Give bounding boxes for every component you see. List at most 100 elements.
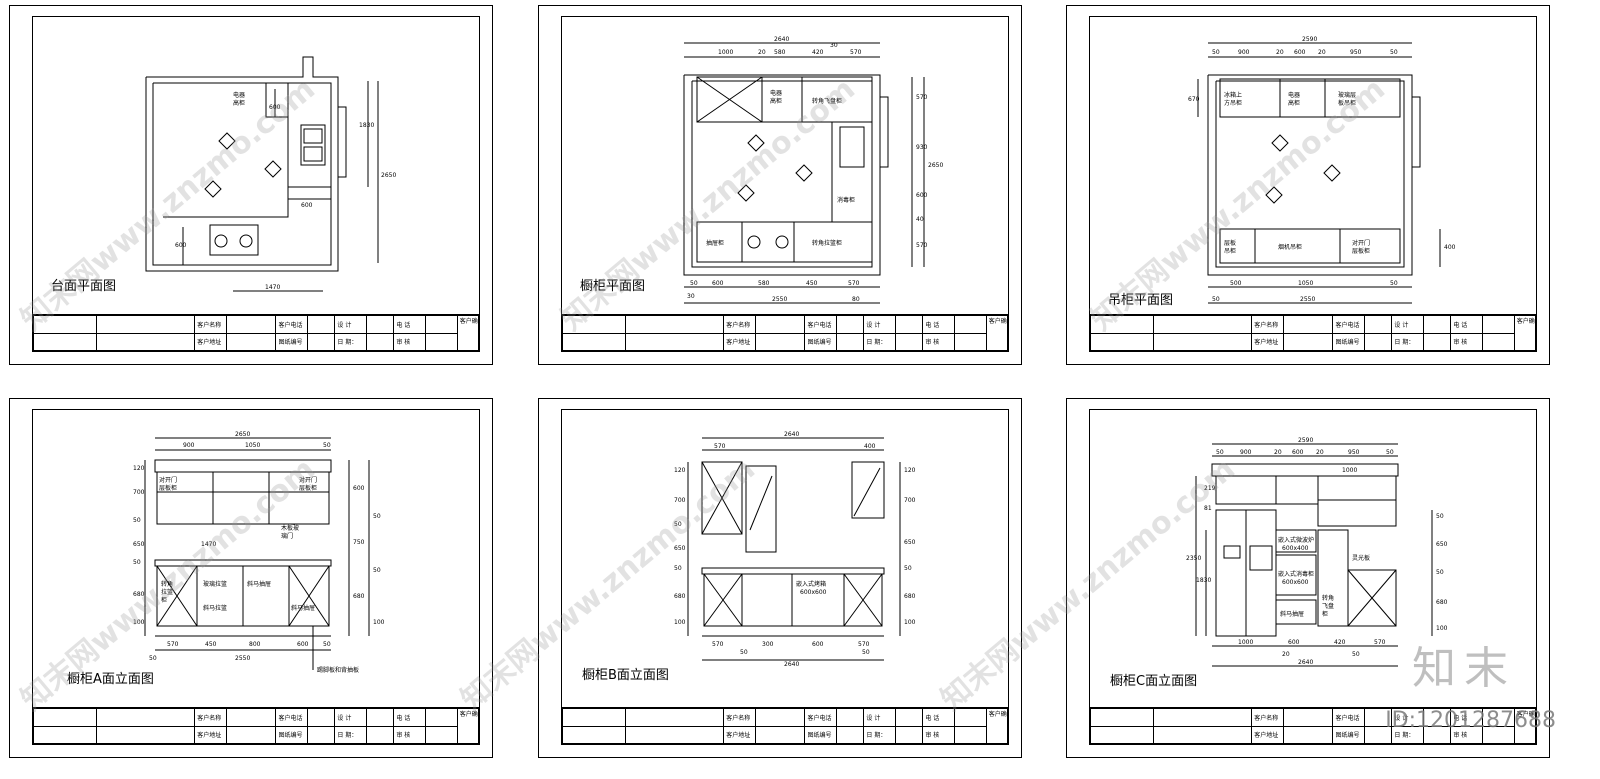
tb-client-phone: 客户电话 bbox=[1332, 315, 1366, 334]
label-a1b: 层板柜 bbox=[299, 484, 317, 492]
bot-3: 600 bbox=[297, 641, 309, 648]
label-a0: 对开门 bbox=[159, 476, 177, 484]
bot-2: 420 bbox=[1334, 639, 1346, 646]
bot-overall: 2550 bbox=[235, 655, 250, 662]
left-small-1: 81 bbox=[1204, 505, 1212, 512]
left-4: 50 bbox=[133, 559, 141, 566]
tb-client-name: 客户名称 bbox=[1251, 315, 1284, 334]
left-3: 650 bbox=[674, 545, 686, 552]
label-0: 冰箱上 bbox=[1224, 91, 1242, 99]
left-small-0: 219 bbox=[1204, 485, 1216, 492]
dim-top-3: 600 bbox=[1294, 49, 1306, 56]
right-1: 50 bbox=[373, 513, 381, 520]
label-0b: 方吊柜 bbox=[1224, 99, 1242, 107]
dim-overall: 2590 bbox=[1302, 36, 1317, 43]
right-1: 650 bbox=[1436, 541, 1448, 548]
right-0: 120 bbox=[904, 467, 916, 474]
dim-top-2: 50 bbox=[323, 442, 331, 449]
bot-extra-1: 50 bbox=[1352, 651, 1360, 658]
tb-design: 设 计 bbox=[334, 708, 368, 727]
left-0: 120 bbox=[133, 465, 145, 472]
bot-0: 570 bbox=[712, 641, 724, 648]
sheet-frame: 2650 900 1050 50 1470 对开门 层板柜 对开门 层板柜 木板… bbox=[32, 409, 480, 745]
dim-top-4: 20 bbox=[1318, 49, 1326, 56]
dim-top-4: 570 bbox=[850, 49, 862, 56]
right-4: 680 bbox=[353, 593, 365, 600]
dim-top-0: 570 bbox=[714, 443, 726, 450]
sheet-title: 台面平面图 bbox=[51, 279, 117, 294]
right-3: 50 bbox=[904, 565, 912, 572]
tb-client-name: 客户名称 bbox=[723, 315, 756, 334]
sheet-cabinet-plan: 2640 1000 20 580 420 570 30 电器 高柜 转角飞盘柜 … bbox=[538, 5, 1022, 365]
sheet-elevation-c: 2590 50 900 20 600 20 950 50 1000 嵌入式微波炉… bbox=[1066, 398, 1550, 758]
label-a1: 对开门 bbox=[299, 476, 317, 484]
right-0: 50 bbox=[1436, 513, 1444, 520]
dim-600-c: 600 bbox=[175, 242, 187, 249]
side-1: 930 bbox=[916, 144, 928, 151]
tb-address: 客户地址 bbox=[194, 332, 227, 351]
dim-top-0: 900 bbox=[183, 442, 195, 449]
cabinet-plan-drawing: 2640 1000 20 580 420 570 30 电器 高柜 转角飞盘柜 … bbox=[683, 36, 943, 304]
tb-date: 日 期： bbox=[334, 725, 368, 744]
dim-top-5: 950 bbox=[1350, 49, 1362, 56]
tb-client-name: 客户名称 bbox=[1251, 708, 1284, 727]
dim-top-3: 600 bbox=[1292, 449, 1304, 456]
right-4: 680 bbox=[904, 593, 916, 600]
brand-logo: 知末 bbox=[1412, 643, 1516, 694]
side-0: 570 bbox=[916, 94, 928, 101]
bot-2: 580 bbox=[758, 280, 770, 287]
dim-top-5: 950 bbox=[1348, 449, 1360, 456]
tb-drawing-no: 图纸编号 bbox=[275, 725, 309, 744]
tb-review: 审 核 bbox=[1450, 332, 1484, 351]
bot-3: 570 bbox=[858, 641, 870, 648]
tb-drawing-no: 图纸编号 bbox=[1332, 332, 1366, 351]
wall-cabinet-plan-drawing: 2590 50 900 20 600 20 950 50 冰箱上 方吊柜 电器 … bbox=[1188, 36, 1456, 304]
sheet-title: 橱柜B面立面图 bbox=[582, 668, 669, 683]
left-1: 1830 bbox=[1196, 577, 1211, 584]
tb-design: 设 计 bbox=[863, 708, 897, 727]
bot-extra-1: 80 bbox=[852, 296, 860, 303]
sheet-frame: 2590 50 900 20 600 20 950 50 冰箱上 方吊柜 电器 … bbox=[1089, 16, 1537, 352]
sheet-frame: 2590 50 900 20 600 20 950 50 1000 嵌入式微波炉… bbox=[1089, 409, 1537, 745]
label-a5: 斜马抽屉 bbox=[247, 580, 271, 588]
elevation-c-drawing: 2590 50 900 20 600 20 950 50 1000 嵌入式微波炉… bbox=[1186, 437, 1448, 667]
bot-0: 500 bbox=[1230, 280, 1242, 287]
tb-phone: 电 话 bbox=[393, 315, 427, 334]
dim-top-2: 20 bbox=[1276, 49, 1284, 56]
bot-1: 600 bbox=[712, 280, 724, 287]
sheet-elevation-a: 2650 900 1050 50 1470 对开门 层板柜 对开门 层板柜 木板… bbox=[9, 398, 493, 758]
label-c0: 嵌入式微波炉 bbox=[1278, 536, 1314, 544]
label-a6: 斜马抽屉 bbox=[291, 604, 315, 612]
side-5: 2650 bbox=[928, 162, 943, 169]
dim-top-0: 50 bbox=[1216, 449, 1224, 456]
tb-address: 客户地址 bbox=[1251, 725, 1284, 744]
right-0: 600 bbox=[353, 485, 365, 492]
label-4: 转角拉篮柜 bbox=[812, 239, 842, 247]
bot-extra-0: 20 bbox=[1282, 651, 1290, 658]
label-1: 转角飞盘柜 bbox=[812, 97, 842, 105]
right-1: 700 bbox=[904, 497, 916, 504]
right-3: 50 bbox=[373, 567, 381, 574]
side-3: 40 bbox=[916, 216, 924, 223]
label-2: 玻璃层 bbox=[1338, 91, 1356, 99]
left-6: 100 bbox=[133, 619, 145, 626]
tb-review: 审 核 bbox=[922, 332, 956, 351]
tb-drawing-no: 图纸编号 bbox=[275, 332, 309, 351]
label-a2: 木板玻 bbox=[281, 524, 299, 532]
label-a2b: 璃门 bbox=[281, 532, 293, 540]
sheet-title: 橱柜平面图 bbox=[580, 279, 646, 294]
bot-extra-0: 30 bbox=[687, 293, 695, 300]
label-3: 抽屉柜 bbox=[706, 239, 724, 247]
tb-phone: 电 话 bbox=[1450, 315, 1484, 334]
dim-top-0: 50 bbox=[1212, 49, 1220, 56]
right-5: 100 bbox=[373, 619, 385, 626]
sheet-countertop-plan: 电器 高柜 600 600 600 1830 2650 1470 台面平面图 客… bbox=[9, 5, 493, 365]
dim-1470: 1470 bbox=[265, 284, 280, 291]
tb-review: 审 核 bbox=[1450, 725, 1484, 744]
tb-address: 客户地址 bbox=[1251, 332, 1284, 351]
bot-extra-1: 50 bbox=[862, 649, 870, 656]
dim-overall: 2590 bbox=[1298, 437, 1313, 444]
